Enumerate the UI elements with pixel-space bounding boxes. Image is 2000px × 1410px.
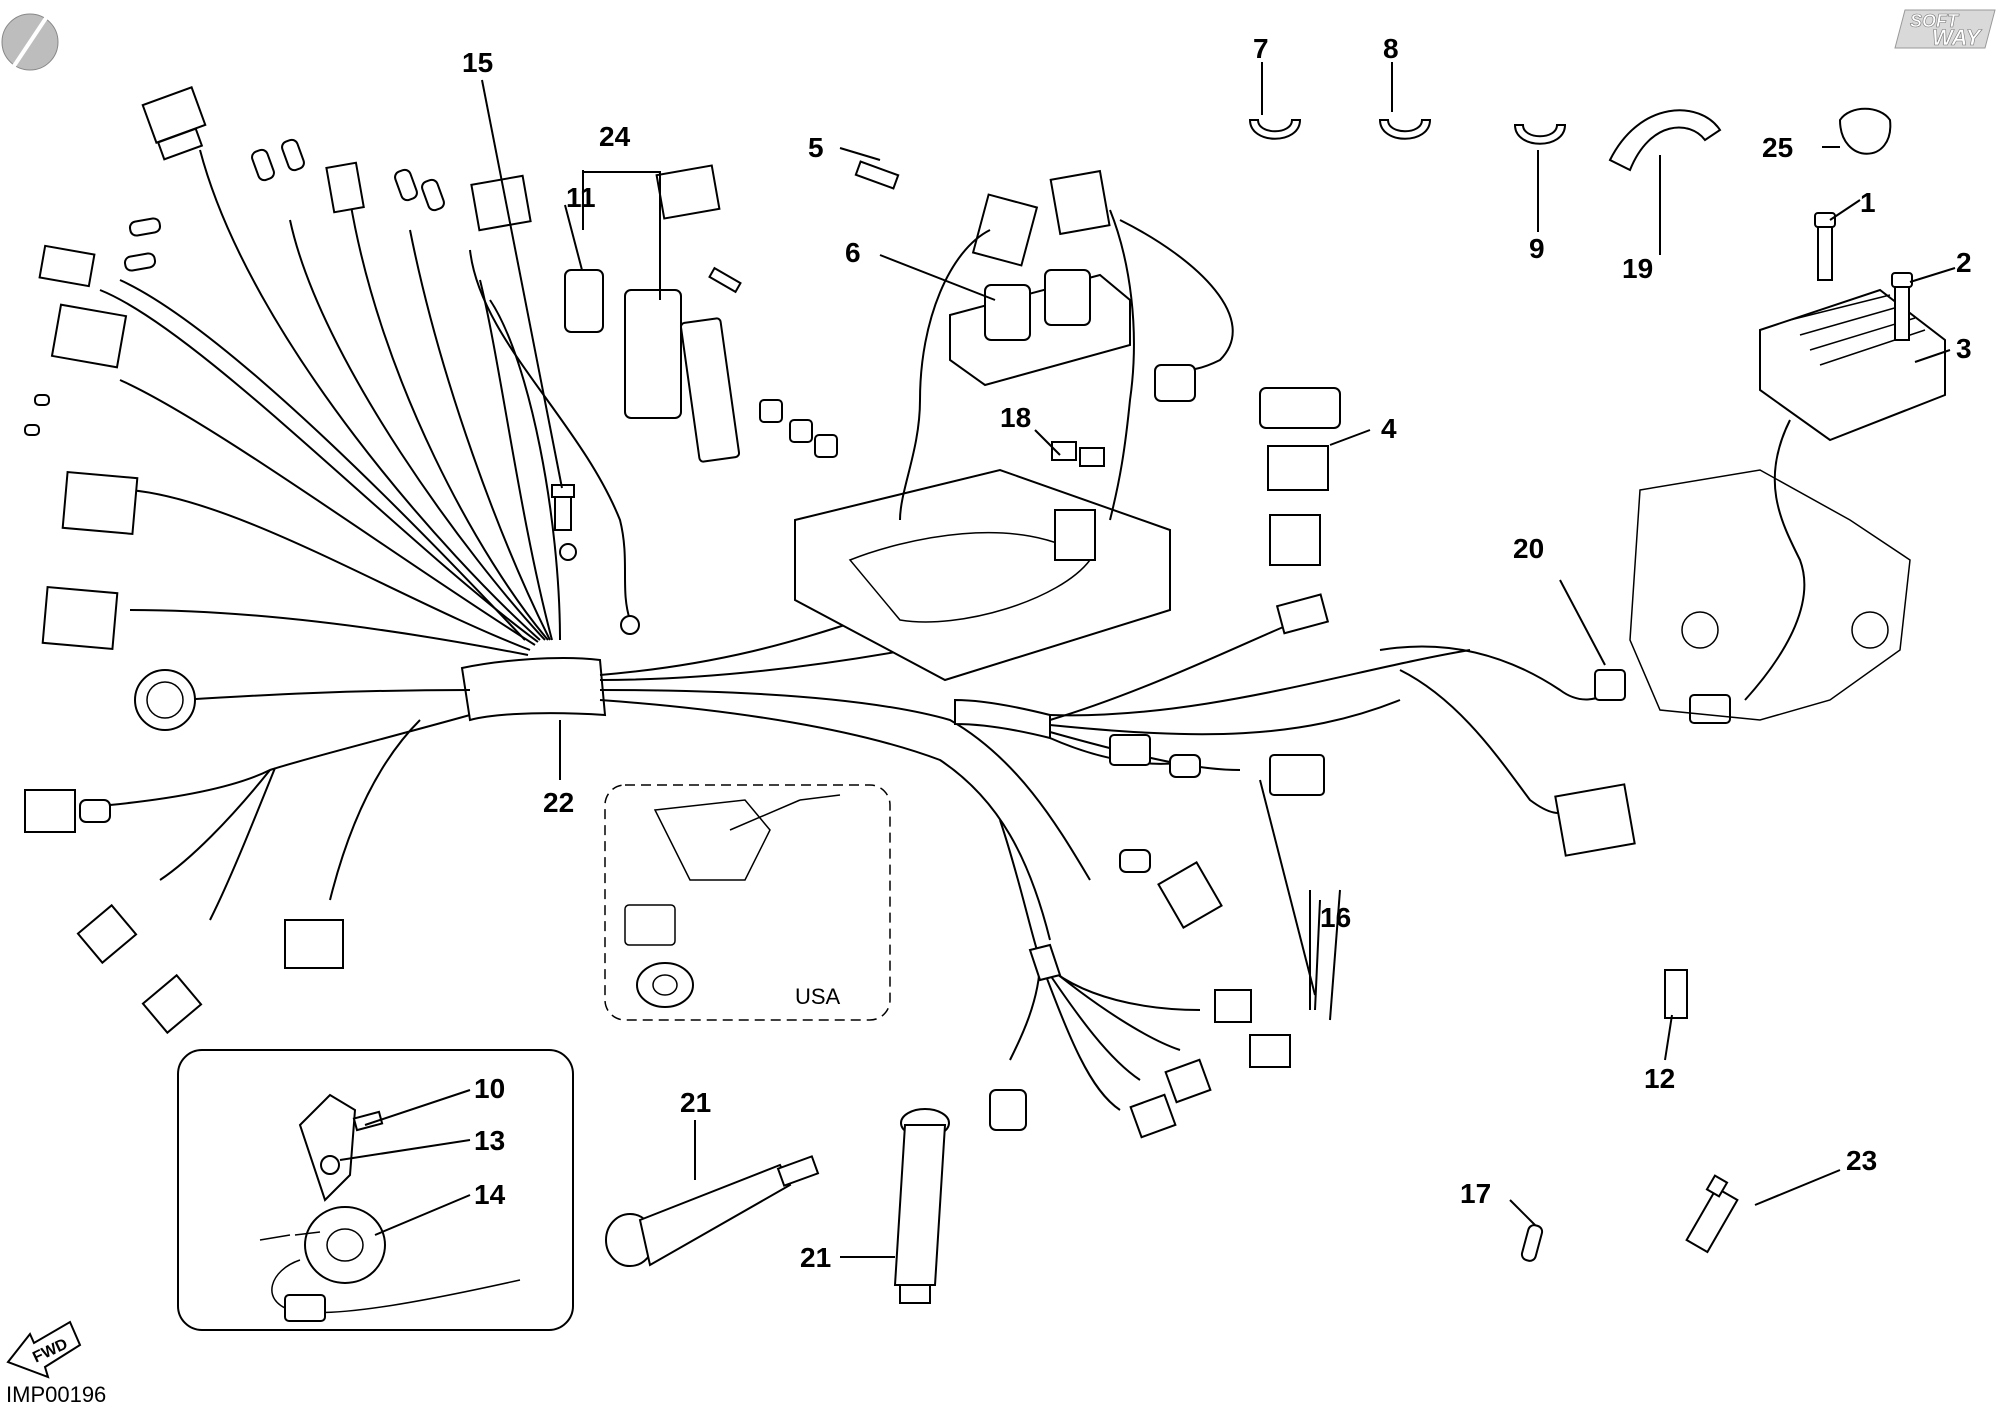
callout-20: 20 <box>1513 533 1544 564</box>
callout-7: 7 <box>1253 33 1269 64</box>
callout-4: 4 <box>1381 413 1397 444</box>
horn-inset <box>177 1049 574 1331</box>
callout-21-upper: 21 <box>680 1087 711 1118</box>
callout-17: 17 <box>1460 1178 1491 1209</box>
callout-12: 12 <box>1644 1063 1675 1094</box>
callout-6: 6 <box>845 237 861 268</box>
callout-22: 22 <box>543 787 574 818</box>
center-parts <box>469 164 838 635</box>
callout-5: 5 <box>808 132 824 163</box>
softway-logo: SOFT WAY <box>1894 9 1996 50</box>
callout-9: 9 <box>1529 233 1545 264</box>
callout-25: 25 <box>1762 132 1793 163</box>
callout-18: 18 <box>1000 402 1031 433</box>
callout-19: 19 <box>1622 253 1653 284</box>
logo-line2: WAY <box>1932 25 1983 50</box>
corner-disc-icon <box>1 13 59 71</box>
callout-1: 1 <box>1860 187 1876 218</box>
callout-11: 11 <box>566 182 596 213</box>
callout-8: 8 <box>1383 33 1399 64</box>
logo-line1: SOFT <box>1910 11 1960 31</box>
callout-15: 15 <box>462 47 493 78</box>
callout-3: 3 <box>1956 333 1972 364</box>
control-unit-tray <box>794 160 1234 682</box>
drawing-code: IMP00196 <box>6 1382 106 1407</box>
right-side-connectors <box>989 669 1739 1262</box>
main-wiring-harness <box>99 149 1611 1111</box>
callout-24: 24 <box>599 121 631 152</box>
forward-direction-arrow-icon: FWD <box>6 1320 82 1379</box>
usa-inset: USA <box>604 784 891 1021</box>
leader-lines <box>339 62 1956 1258</box>
callout-2: 2 <box>1956 247 1972 278</box>
callout-16: 16 <box>1320 902 1351 933</box>
callout-10: 10 <box>474 1073 505 1104</box>
voltage-regulator <box>1629 212 1946 724</box>
callout-14: 14 <box>474 1179 506 1210</box>
callout-numbers: 1 2 3 4 5 6 7 8 9 10 11 12 13 14 15 16 1… <box>462 33 1972 1273</box>
fuse-holder-assembly <box>1259 387 1341 635</box>
callout-13: 13 <box>474 1125 505 1156</box>
callout-23: 23 <box>1846 1145 1877 1176</box>
ignition-coils <box>605 1108 950 1304</box>
cable-clips <box>1248 107 1892 172</box>
usa-label: USA <box>795 984 841 1009</box>
callout-21-lower: 21 <box>800 1242 831 1273</box>
left-connectors <box>24 86 445 1035</box>
